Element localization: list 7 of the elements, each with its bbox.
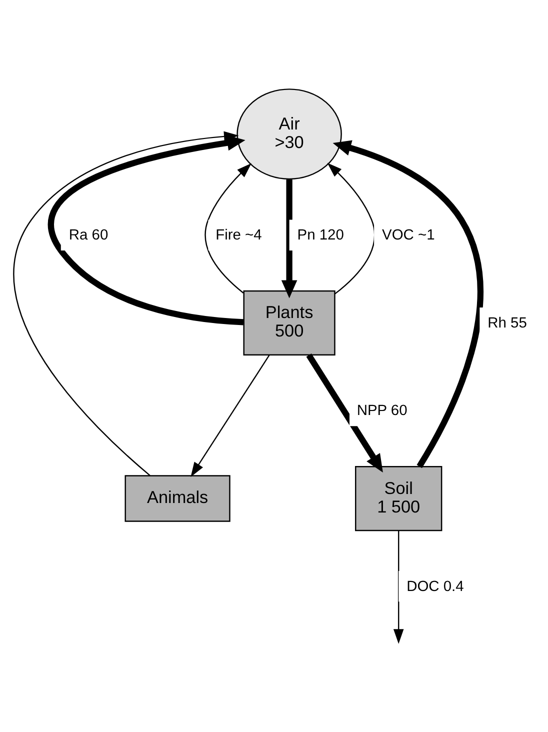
edge-label: VOC ~1 <box>382 228 435 244</box>
edge-label: DOC 0.4 <box>406 578 464 595</box>
edge-label: Rh 55 <box>488 315 527 332</box>
edge-label: NPP 60 <box>356 403 408 420</box>
edge-label: Pn 120 <box>297 228 344 244</box>
edge-label: Ra 60 <box>68 228 108 244</box>
edge-label: Fire ~4 <box>216 228 262 244</box>
